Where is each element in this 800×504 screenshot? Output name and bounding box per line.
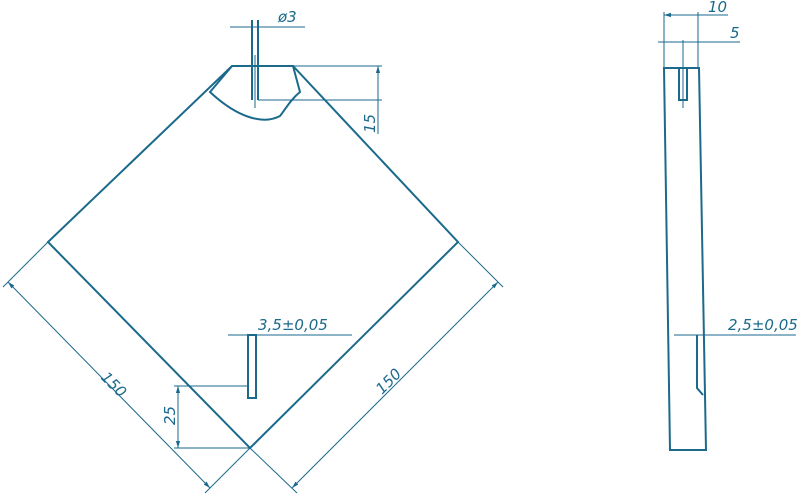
front-view: ø3 15 3,5±0,05 25 150 150 <box>2 8 504 494</box>
dim-hatch-depth: 15 <box>361 114 379 133</box>
dim-ext-line <box>249 447 298 494</box>
dim-slot-width: 3,5±0,05 <box>258 316 328 334</box>
slot <box>247 334 257 399</box>
dim-line <box>7 281 211 489</box>
hatched-section <box>208 65 302 121</box>
dim-slot-depth: 25 <box>161 406 179 425</box>
side-section <box>662 67 708 451</box>
dim-line <box>291 281 499 489</box>
dim-slot-thickness: 2,5±0,05 <box>728 316 798 334</box>
dim-hole-offset: 5 <box>730 24 740 42</box>
side-view: 10 5 2,5±0,05 <box>658 0 798 451</box>
side-slot <box>696 335 704 396</box>
dim-thickness: 10 <box>708 0 727 16</box>
dim-ext-line <box>2 241 49 288</box>
dim-hole-diameter: ø3 <box>277 8 297 26</box>
dim-ext-line <box>457 241 504 288</box>
dim-side-left: 150 <box>97 368 130 401</box>
dim-ext-line <box>204 447 251 494</box>
dim-side-right: 150 <box>372 365 405 398</box>
